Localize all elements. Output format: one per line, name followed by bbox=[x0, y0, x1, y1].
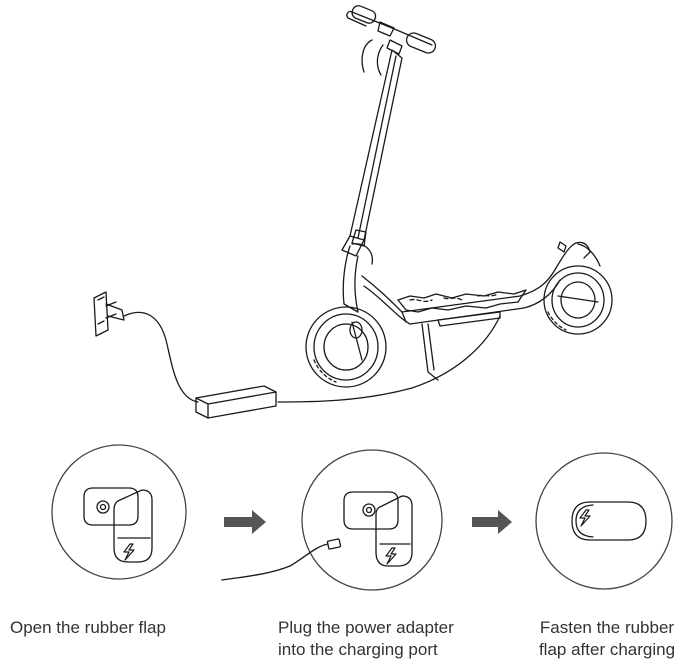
step-2-caption-line-2: into the charging port bbox=[278, 640, 438, 659]
step-3-caption-line-2: flap after charging bbox=[538, 640, 676, 659]
scooter-front-wheel bbox=[305, 306, 387, 388]
scooter-fork bbox=[342, 229, 374, 313]
scooter-rear-wheel bbox=[543, 265, 613, 335]
step-1-caption-line: Open the rubber flap bbox=[10, 618, 166, 637]
step-1-illustration bbox=[51, 444, 187, 580]
scooter-charging-cable bbox=[277, 315, 501, 403]
power-adapter bbox=[195, 385, 277, 419]
scooter-deck bbox=[361, 267, 561, 327]
step-3-caption: Fasten the rubber flap after charging bbox=[532, 617, 682, 661]
scooter-rear bbox=[421, 241, 601, 381]
scooter-handlebar bbox=[346, 5, 437, 76]
lightning-bolt-icon bbox=[579, 509, 591, 527]
scooter-illustration bbox=[277, 5, 613, 403]
scooter-stem bbox=[341, 49, 403, 257]
outlet-cable bbox=[123, 311, 199, 403]
step-2-illustration bbox=[221, 449, 443, 591]
lightning-bolt-icon bbox=[385, 547, 397, 565]
step-2-caption: Plug the power adapter into the charging… bbox=[278, 617, 454, 661]
right-arrow-icon bbox=[224, 510, 266, 534]
right-arrow-icon bbox=[472, 510, 512, 534]
step-3-caption-line-1: Fasten the rubber bbox=[539, 618, 675, 637]
step-2-caption-line-1: Plug the power adapter bbox=[278, 618, 454, 637]
step-1-caption: Open the rubber flap bbox=[10, 617, 166, 639]
lightning-bolt-icon bbox=[123, 543, 135, 561]
step-2-cable bbox=[221, 543, 329, 581]
wall-outlet bbox=[93, 291, 125, 337]
step-3-illustration bbox=[535, 452, 673, 590]
